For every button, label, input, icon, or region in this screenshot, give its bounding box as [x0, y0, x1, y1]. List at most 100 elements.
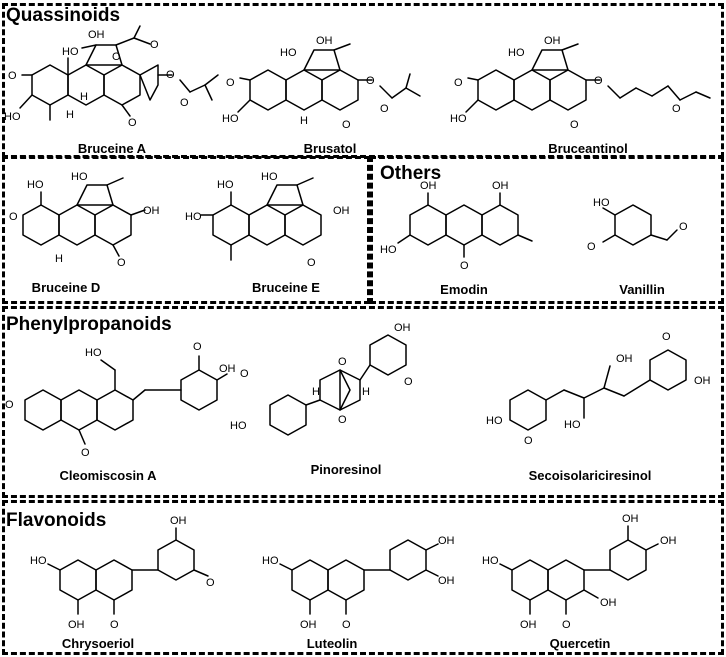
carbonyl-oxygen-label: O [562, 619, 571, 631]
hydroxyl-label: HO [217, 179, 234, 191]
hydroxyl-label: HO [71, 171, 88, 183]
hydroxyl-label: OH [438, 575, 455, 587]
methoxy-oxygen-label: O [524, 435, 533, 447]
carbonyl-oxygen-label: O [460, 260, 469, 272]
hydroxyl-label: OH [88, 29, 105, 41]
aldehyde-oxygen-label: O [679, 221, 688, 233]
hydroxyl-label: HO [450, 113, 467, 125]
compound-name-luteolin: Luteolin [306, 636, 358, 651]
compound-name-bruceantinol: Bruceantinol [548, 141, 628, 156]
ester-oxygen-label: O [150, 39, 159, 51]
vanillin-structure: HO O O [587, 197, 688, 253]
lactone-oxygen-label: O [117, 257, 126, 269]
hydroxyl-label: OH [316, 35, 333, 47]
methoxy-oxygen-label: O [81, 447, 90, 459]
hydroxyl-label: OH [170, 515, 187, 527]
lactone-oxygen-label: O [307, 257, 316, 269]
carbonyl-oxygen-label: O [180, 97, 189, 109]
section-title-flavonoids: Flavonoids [6, 510, 107, 531]
carbonyl-oxygen-label: O [380, 103, 389, 115]
luteolin-structure: HO OH O OH OH [262, 535, 455, 631]
hydroxyl-label: HO [62, 46, 79, 58]
ester-oxygen-label: O [672, 103, 681, 115]
bruceine-a-structure: O HO HO OH O O O O O H H [4, 25, 219, 129]
hydroxyl-label: HO [27, 179, 44, 191]
hydroxyl-label: HO [185, 211, 202, 223]
hydroxyl-label: HO [30, 555, 47, 567]
flavonoids-panel [2, 500, 724, 655]
hydroxyl-label: OH [333, 205, 350, 217]
cleomiscosin-a-structure: O HO OH O O [5, 341, 236, 459]
hydroxyl-label: OH [300, 619, 317, 631]
hydroxyl-label: HO [486, 415, 503, 427]
hydroxyl-label: HO [222, 113, 239, 125]
hydroxyl-label: HO [380, 244, 397, 256]
methoxy-oxygen-label: O [206, 577, 215, 589]
stereo-h-label: H [66, 109, 74, 121]
section-title-others: Others [380, 163, 442, 184]
hydroxyl-label: HO [230, 420, 247, 432]
compound-name-bruceine-e: Bruceine E [252, 280, 320, 295]
secoisolariciresinol-structure: HO OH OH HO O O [486, 331, 711, 447]
ring-oxygen-label: O [112, 51, 121, 63]
pinoresinol-structure: OH HO O O O O H H [230, 322, 413, 436]
hydroxyl-label: OH [143, 205, 160, 217]
bruceantinol-structure: O HO HO OH O O O [450, 35, 711, 131]
chrysoeriol-structure: HO OH O OH O [30, 515, 215, 631]
hydroxyl-label: HO [4, 111, 21, 123]
hydroxyl-label: OH [394, 322, 411, 334]
hydroxyl-label: OH [420, 180, 437, 192]
compound-name-bruceine-a: Bruceine A [77, 141, 147, 156]
oxo-label: O [454, 77, 463, 89]
quassinoids-lower-panel [2, 156, 370, 304]
hydroxyl-label: OH [438, 535, 455, 547]
compound-name-pinoresinol: Pinoresinol [310, 462, 382, 477]
phenylpropanoids-panel [2, 306, 724, 498]
compound-name-cleomiscosin-a: Cleomiscosin A [59, 468, 157, 483]
compound-name-bruceine-d: Bruceine D [31, 280, 101, 295]
methoxy-oxygen-label: O [240, 368, 249, 380]
lactone-oxygen-label: O [342, 119, 351, 131]
compound-name-brusatol: Brusatol [303, 141, 357, 156]
compound-name-chrysoeriol: Chrysoeriol [61, 636, 135, 651]
methoxy-oxygen-label: O [193, 341, 202, 353]
hydroxyl-label: OH [622, 513, 639, 525]
hydroxyl-label: OH [694, 375, 711, 387]
methoxy-oxygen-label: O [404, 376, 413, 388]
compound-name-secoisolariciresinol: Secoisolariciresinol [528, 468, 652, 483]
section-title-phenylpropanoids: Phenylpropanoids [6, 314, 172, 335]
hydroxyl-label: OH [660, 535, 677, 547]
stereo-h-label: H [80, 91, 88, 103]
hydroxyl-label: OH [68, 619, 85, 631]
hydroxyl-label: HO [85, 347, 102, 359]
hydroxyl-label: HO [261, 171, 278, 183]
hydroxyl-label: OH [616, 353, 633, 365]
compound-name-quercetin: Quercetin [549, 636, 611, 651]
ester-oxygen-label: O [166, 69, 175, 81]
carbonyl-oxygen-label: O [5, 399, 14, 411]
stereo-h-label: H [362, 386, 370, 398]
compound-name-vanillin: Vanillin [619, 282, 665, 297]
hydroxyl-label: HO [564, 419, 581, 431]
hydroxyl-label: OH [492, 180, 509, 192]
carbonyl-oxygen-label: O [110, 619, 119, 631]
hydroxyl-label: OH [600, 597, 617, 609]
brusatol-structure: O HO HO OH O O O H [222, 35, 421, 131]
oxo-label: O [226, 77, 235, 89]
hydroxyl-label: OH [219, 363, 236, 375]
others-panel [370, 156, 724, 304]
hydroxyl-label: OH [520, 619, 537, 631]
hydroxyl-label: HO [482, 555, 499, 567]
oxo-label: O [8, 70, 17, 82]
bruceine-e-structure: HO HO HO OH O [185, 171, 350, 269]
hydroxyl-label: HO [280, 47, 297, 59]
section-title-quassinoids: Quassinoids [6, 5, 121, 26]
carbonyl-oxygen-label: O [342, 619, 351, 631]
stereo-h-label: H [55, 253, 63, 265]
emodin-structure: OH OH HO O [380, 180, 533, 272]
quercetin-structure: HO OH O OH OH OH [482, 513, 677, 631]
lactone-oxygen-label: O [570, 119, 579, 131]
stereo-h-label: H [300, 115, 308, 127]
methoxy-oxygen-label: O [662, 331, 671, 343]
ester-oxygen-label: O [366, 75, 375, 87]
